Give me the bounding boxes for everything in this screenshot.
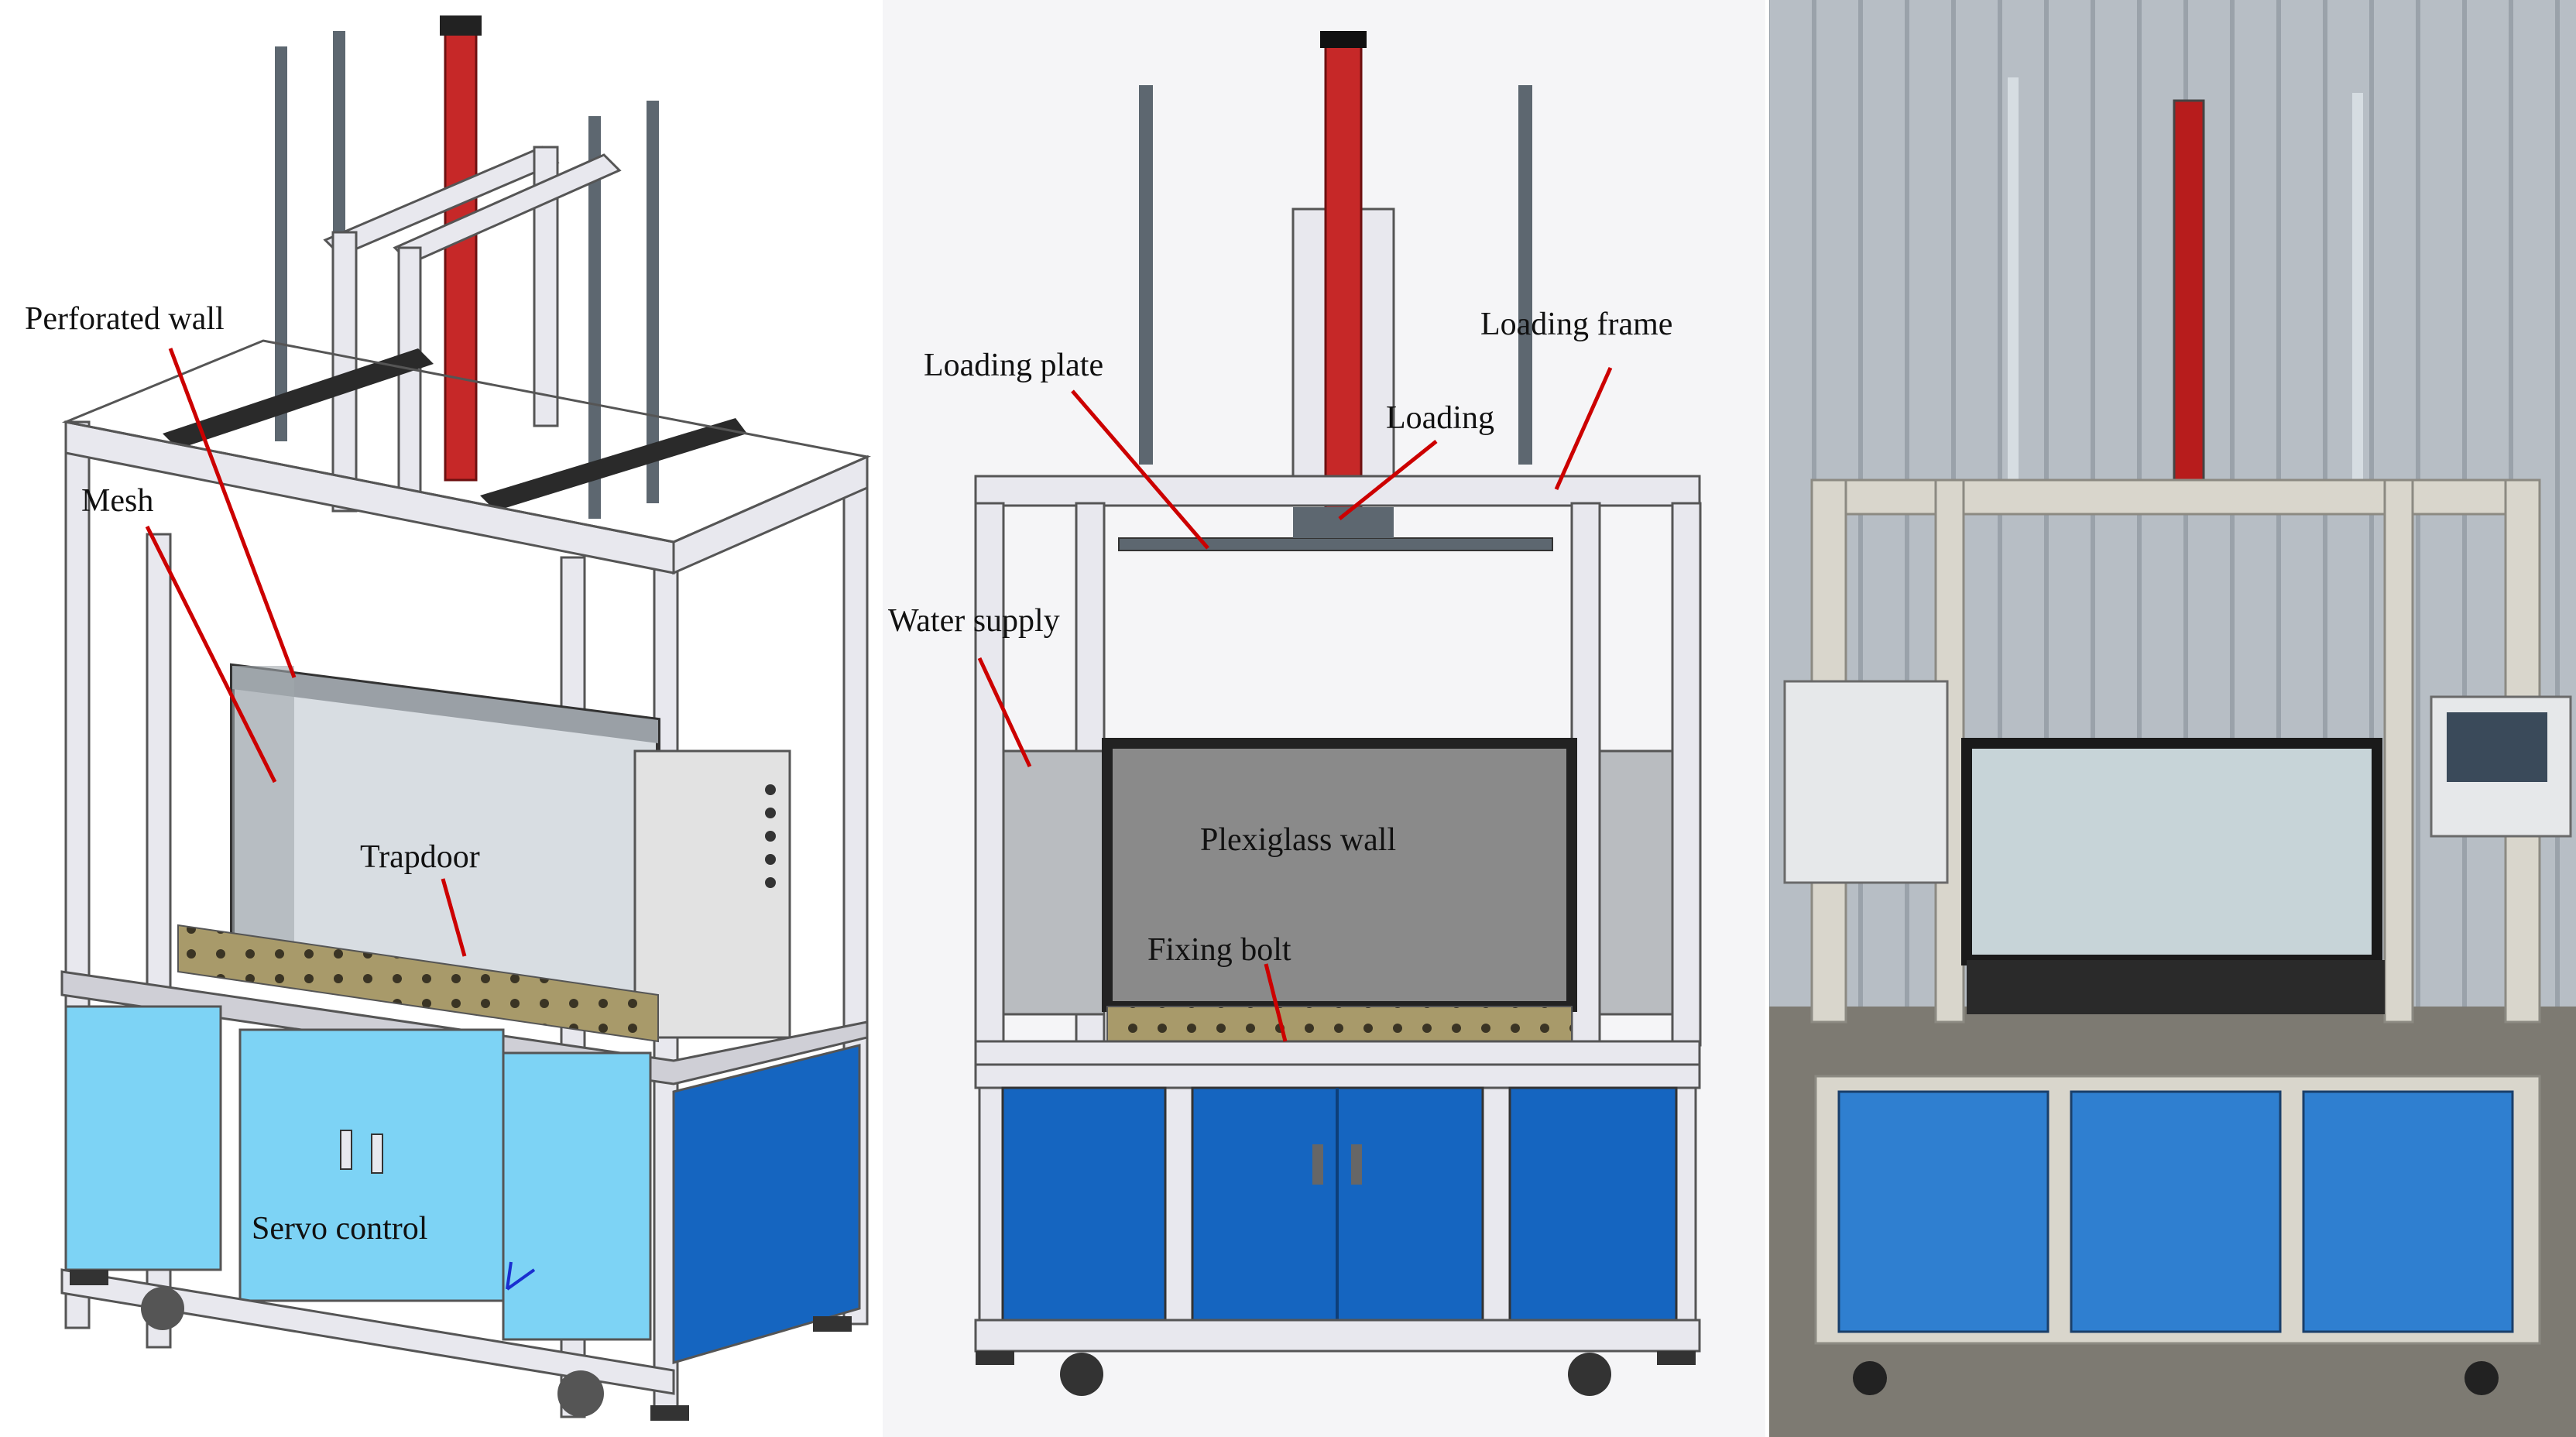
front-view-panel: Loading plate Loading frame Loading Wate… bbox=[883, 0, 1765, 1437]
perforated-wall-label: Perforated wall bbox=[25, 301, 225, 337]
fixing-bolt-leader bbox=[1264, 963, 1288, 1042]
loading-frame-label: Loading frame bbox=[1480, 307, 1672, 342]
water-supply-label: Water supply bbox=[888, 603, 1060, 639]
apparatus-photo-panel bbox=[1769, 0, 2576, 1437]
trapdoor-leader bbox=[441, 878, 467, 957]
isometric-view-panel: Perforated wall Mesh Trapdoor Servo cont… bbox=[0, 0, 883, 1437]
fixing-bolt-label: Fixing bolt bbox=[1147, 932, 1291, 968]
mesh-leader bbox=[145, 525, 277, 784]
loading-plate-leader bbox=[1071, 389, 1209, 550]
perforated-wall-leader bbox=[168, 348, 297, 678]
water-supply-leader bbox=[977, 657, 1032, 768]
loading-plate-label: Loading plate bbox=[924, 348, 1103, 383]
coordinate-axes-icon bbox=[506, 1261, 536, 1291]
loading-frame-leader bbox=[1554, 366, 1613, 491]
plexiglass-wall-label: Plexiglass wall bbox=[1200, 822, 1396, 858]
loading-label: Loading bbox=[1386, 400, 1494, 436]
loading-leader bbox=[1338, 440, 1438, 520]
trapdoor-label: Trapdoor bbox=[360, 839, 480, 875]
mesh-label: Mesh bbox=[81, 483, 153, 519]
servo-control-label: Servo control bbox=[252, 1211, 427, 1247]
